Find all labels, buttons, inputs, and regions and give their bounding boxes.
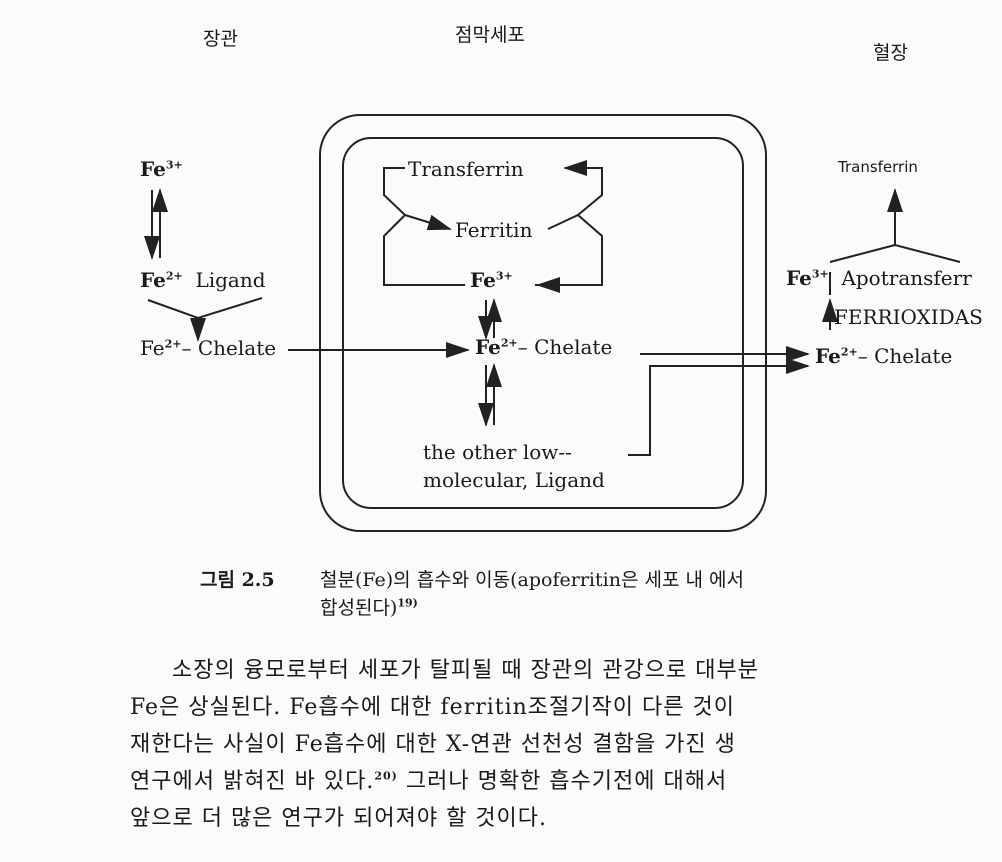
paragraph-line-2: Fe은 상실된다. Fe흡수에 대한 ferritin조절기작이 다른 것이 — [130, 695, 735, 720]
cell-fe2-chelate: Fe2+– Chelate — [475, 335, 613, 359]
right-fe2-chelate: Fe2+– Chelate — [815, 344, 953, 368]
paragraph-line-3: 재한다는 사실이 Fe흡수에 대한 X-연관 선천성 결함을 가진 생 — [130, 732, 736, 757]
left-fe2-ligand: Fe2+ Ligand — [140, 268, 266, 292]
cell-other-ligand-line2: molecular, Ligand — [423, 468, 605, 492]
cell-fe3: Fe3+ — [470, 268, 513, 292]
paragraph-line-5: 앞으로 더 많은 연구가 되어져야 할 것이다. — [130, 806, 548, 831]
header-plasma: 혈장 — [873, 42, 908, 64]
header-mucosa-cell: 점막세포 — [455, 24, 525, 46]
right-fe3-apotransferrin: Fe3+ Apotransferr — [786, 266, 972, 290]
cell-inner-border — [342, 137, 744, 509]
paragraph-line-1: 소장의 융모로부터 세포가 탈피될 때 장관의 관강으로 대부분 — [172, 658, 759, 683]
right-ferrioxidase: FERRIOXIDAS — [834, 305, 983, 329]
caption-label: 그림 2.5 — [200, 569, 275, 591]
right-transferrin: Transferrin — [838, 158, 918, 176]
cell-transferrin: Transferrin — [408, 157, 524, 181]
paragraph-line-4: 연구에서 밝혀진 바 있다.20) 그러나 명확한 흡수기전에 대해서 — [130, 769, 728, 794]
caption-line1: 철분(Fe)의 흡수와 이동(apoferritin은 세포 내 에서 — [320, 569, 744, 591]
cell-outer-border — [319, 114, 767, 532]
cell-other-ligand-line1: the other low-- — [423, 440, 572, 464]
left-fe2-chelate: Fe2+– Chelate — [140, 336, 277, 360]
caption-line2: 합성된다)19) — [320, 596, 418, 619]
header-intestine: 장관 — [203, 28, 238, 50]
cell-ferritin: Ferritin — [455, 218, 533, 242]
left-fe3: Fe3+ — [140, 157, 183, 181]
